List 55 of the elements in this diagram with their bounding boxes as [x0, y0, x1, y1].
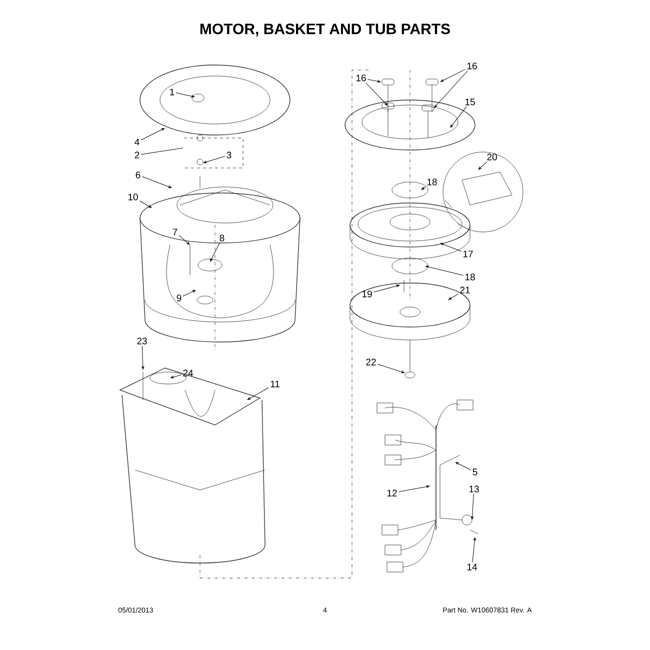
leader-line [440, 243, 462, 252]
leader-line [434, 70, 468, 108]
callout-number: 16 [356, 74, 366, 82]
callout-number: 24 [183, 370, 193, 376]
leader-line [471, 494, 474, 520]
callout-number: 19 [362, 290, 372, 298]
callout-number: 13 [469, 486, 479, 492]
leader-line [139, 200, 152, 208]
callout-number: 14 [467, 564, 477, 570]
callout-number: 18 [427, 178, 437, 186]
leader-line [142, 176, 172, 188]
leader-line [472, 537, 476, 563]
callout-number: 5 [472, 468, 478, 476]
callout-number: 16 [467, 62, 477, 70]
callout-number: 9 [176, 294, 182, 302]
leader-line [440, 69, 466, 82]
callout-number: 12 [387, 490, 397, 496]
leader-line [425, 266, 464, 276]
callout-number: 22 [366, 358, 376, 366]
leader-line [210, 242, 220, 262]
leader-line [367, 79, 381, 83]
leader-line [176, 92, 195, 98]
leader-line [478, 162, 488, 170]
leader-line [450, 106, 467, 128]
leader-line [365, 82, 388, 106]
title: MOTOR, BASKET AND TUB PARTS [200, 24, 450, 36]
leader-line [373, 284, 400, 292]
callout-number: 1 [170, 88, 174, 96]
leader-line [170, 374, 182, 378]
callout-number: 18 [465, 274, 475, 280]
callout-number: 3 [226, 152, 232, 158]
callout-number: 7 [172, 228, 178, 236]
leader-line [178, 235, 190, 245]
callout-number: 23 [137, 338, 147, 344]
callout-number: 17 [463, 250, 473, 258]
leader-line [182, 290, 196, 296]
leader-line [203, 156, 226, 164]
leader-line [377, 364, 405, 374]
leader-line [421, 186, 426, 190]
callout-number: 2 [134, 152, 140, 158]
leader-line [448, 294, 459, 300]
callout-number: 10 [128, 194, 138, 200]
leader-line [398, 485, 430, 492]
leader-line [455, 462, 472, 470]
leader-line [140, 128, 165, 140]
callout-number: 21 [460, 286, 470, 294]
leader-line [247, 387, 269, 400]
callout-number: 6 [136, 172, 140, 178]
leader-line [140, 148, 184, 155]
callout-number: 11 [270, 380, 280, 388]
callout-number: 8 [220, 234, 224, 242]
leader-line [142, 346, 144, 370]
callout-number: 15 [465, 98, 475, 106]
callout-number: 20 [487, 154, 497, 160]
callout-number: 4 [134, 138, 140, 146]
